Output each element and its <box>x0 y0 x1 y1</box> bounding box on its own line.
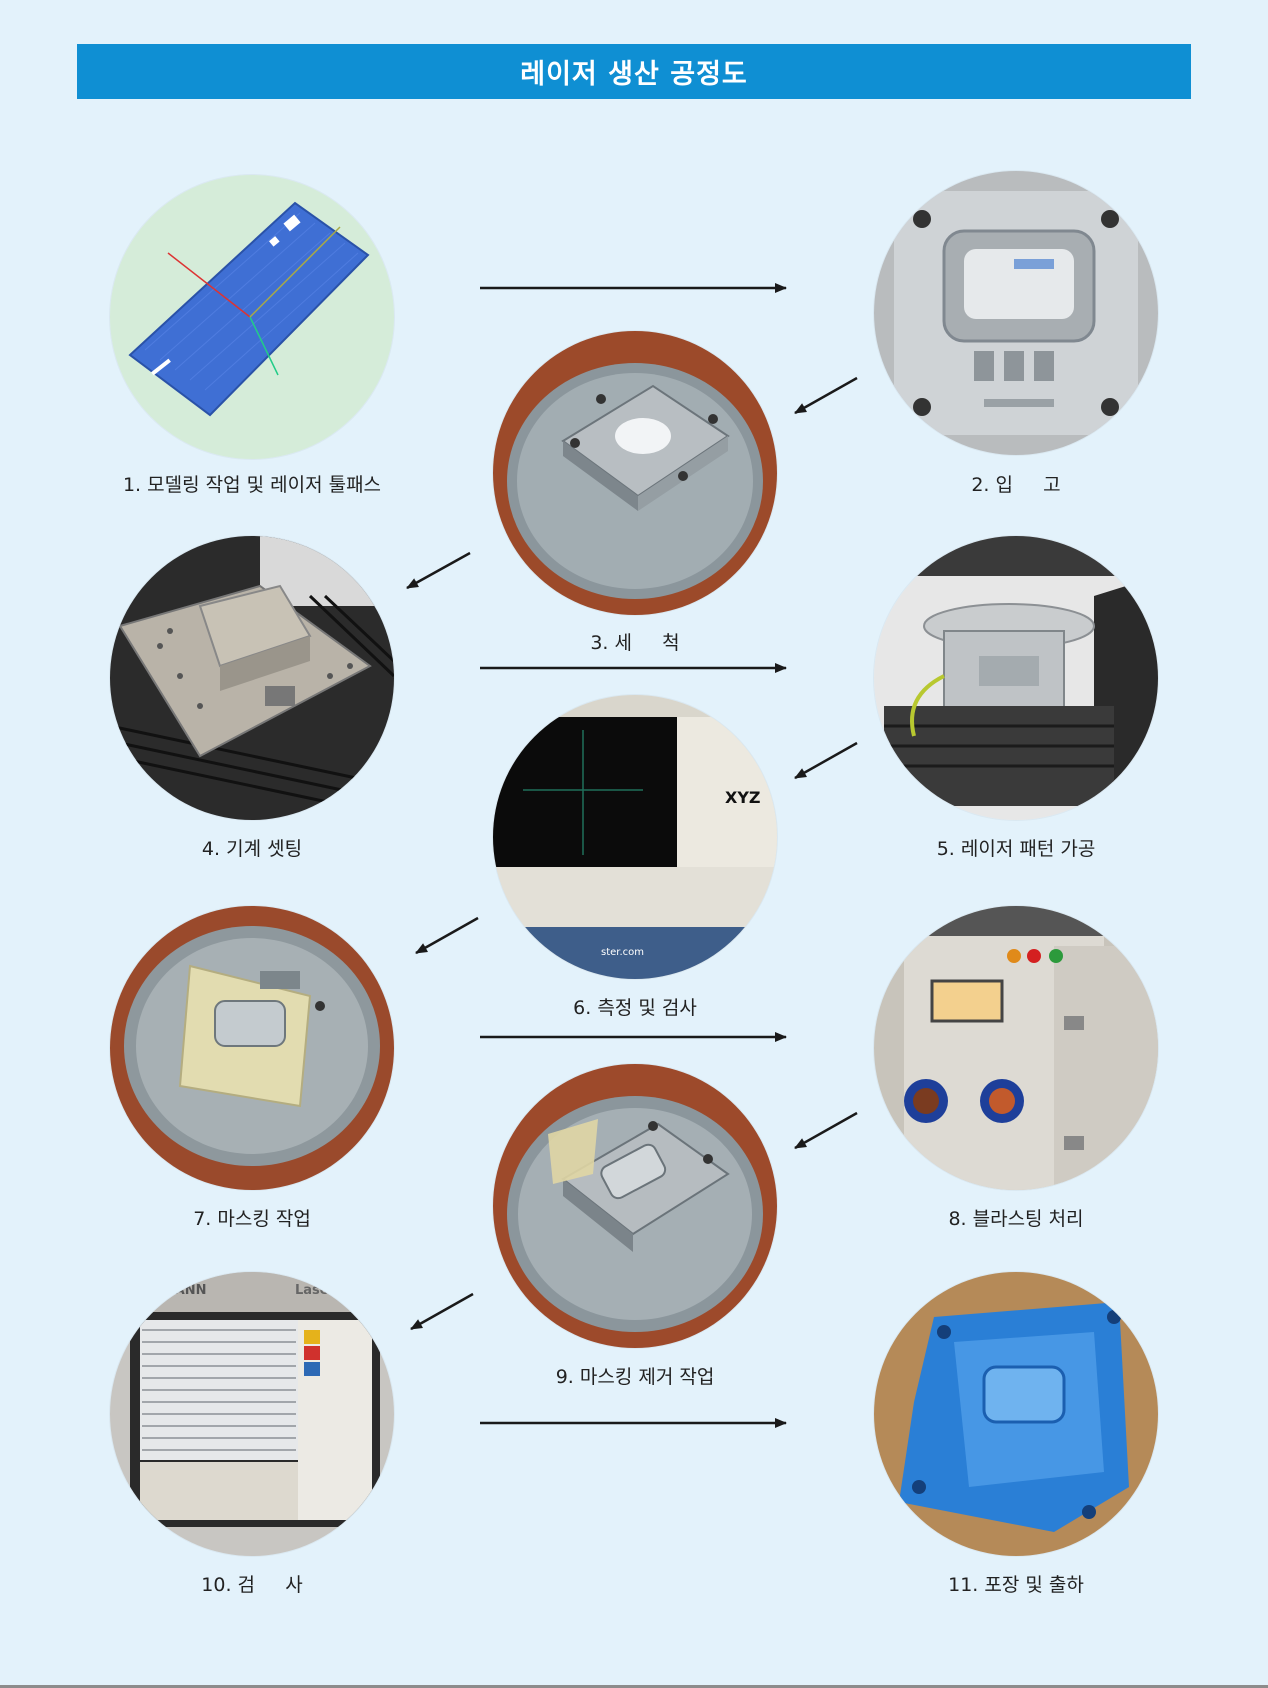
step-6-photo: XYZ ster.com <box>493 695 777 979</box>
step-9-label: 9. 마스킹 제거 작업 <box>555 1366 715 1388</box>
step-7-label: 7. 마스킹 작업 <box>193 1208 311 1230</box>
arrow-6-to-7 <box>415 916 479 955</box>
monitor-brand-text: Lasers <box>295 1283 343 1298</box>
step-11-photo <box>874 1272 1158 1556</box>
bottom-divider <box>0 1685 1268 1688</box>
step-4-label: 4. 기계 셋팅 <box>201 838 303 860</box>
step-5-label: 5. 레이저 패턴 가공 <box>936 838 1096 860</box>
step-1-photo <box>110 175 394 459</box>
step-8-label: 8. 블라스팅 처리 <box>948 1208 1084 1230</box>
step-3-label: 3. 세 척 <box>590 632 680 654</box>
step-11-label: 11. 포장 및 출하 <box>948 1574 1084 1596</box>
step-1-label: 1. 모델링 작업 및 레이저 툴패스 <box>122 474 382 496</box>
arrow-9-to-10 <box>410 1292 474 1331</box>
step-3-photo <box>493 331 777 615</box>
xyz-logo-text: XYZ <box>725 788 761 807</box>
arrow-2-to-3 <box>794 376 858 415</box>
step-7-photo <box>110 906 394 1190</box>
step-10-label: 10. 검 사 <box>201 1574 303 1596</box>
arrow-8-to-9 <box>794 1111 858 1150</box>
arrow-3-to-4 <box>406 551 471 590</box>
page-title: 레이저 생산 공정도 <box>77 44 1191 99</box>
step-6-label: 6. 측정 및 검사 <box>573 997 697 1019</box>
step-2-photo <box>874 171 1158 455</box>
arrow-5-to-6 <box>794 741 858 780</box>
website-text: ster.com <box>601 947 644 958</box>
step-8-photo <box>874 906 1158 1190</box>
monitor-header-text: EL MANN <box>140 1283 206 1298</box>
step-9-photo <box>493 1064 777 1348</box>
step-4-photo <box>110 536 394 820</box>
step-5-photo <box>874 536 1158 820</box>
step-2-label: 2. 입 고 <box>971 474 1061 496</box>
step-10-photo: EL MANN Lasers <box>110 1272 394 1556</box>
